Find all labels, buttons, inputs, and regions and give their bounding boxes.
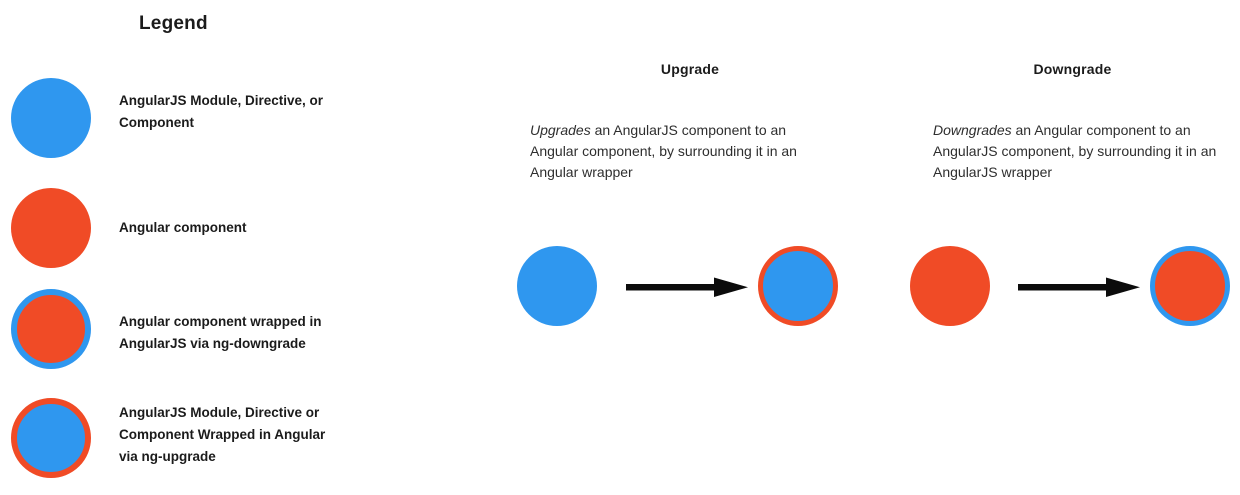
legend-swatch-blue-circle-red-ring <box>11 398 91 478</box>
legend-title: Legend <box>139 13 208 34</box>
angular-component-in-angularjs-wrapper-circle <box>1150 246 1230 326</box>
legend-item-angularjs-wrapped-in-angular: AngularJS Module, Directive or Component… <box>0 398 420 482</box>
upgrade-panel: Upgrade Upgrades an AngularJS component … <box>500 0 880 495</box>
legend-item-label: Angular component wrapped in AngularJS v… <box>119 314 322 351</box>
downgrade-diagram <box>905 246 1240 328</box>
legend-item-angular-component: Angular component <box>0 188 420 272</box>
upgrade-description: Upgrades an AngularJS component to an An… <box>530 120 830 183</box>
angular-component-circle <box>910 246 990 326</box>
legend-swatch-blue-circle <box>11 78 91 158</box>
legend-swatch-red-circle <box>11 188 91 268</box>
downgrade-description: Downgrades an Angular component to an An… <box>933 120 1223 183</box>
upgrade-arrow <box>626 274 748 300</box>
legend-swatch-red-circle-blue-ring <box>11 289 91 369</box>
legend-item-angular-wrapped-in-angularjs: Angular component wrapped in AngularJS v… <box>0 289 420 373</box>
upgrade-description-rest: an AngularJS component to an Angular com… <box>530 122 797 180</box>
downgrade-description-emphasis: Downgrades <box>933 122 1012 138</box>
downgrade-panel: Downgrade Downgrades an Angular componen… <box>905 0 1240 495</box>
angularjs-component-in-angular-wrapper-circle <box>758 246 838 326</box>
upgrade-description-emphasis: Upgrades <box>530 122 591 138</box>
upgrade-diagram <box>500 246 880 328</box>
legend-item-label: AngularJS Module, Directive, or Componen… <box>119 93 324 130</box>
legend-item-label: Angular component <box>119 220 247 235</box>
downgrade-arrow <box>1018 274 1140 300</box>
legend-item-label: AngularJS Module, Directive or Component… <box>119 405 326 464</box>
legend-item-angularjs-component: AngularJS Module, Directive, or Componen… <box>0 78 420 162</box>
downgrade-heading: Downgrade <box>1033 61 1112 77</box>
angularjs-component-circle <box>517 246 597 326</box>
downgrade-description-rest: an Angular component to an AngularJS com… <box>933 122 1217 180</box>
upgrade-heading: Upgrade <box>660 61 720 77</box>
